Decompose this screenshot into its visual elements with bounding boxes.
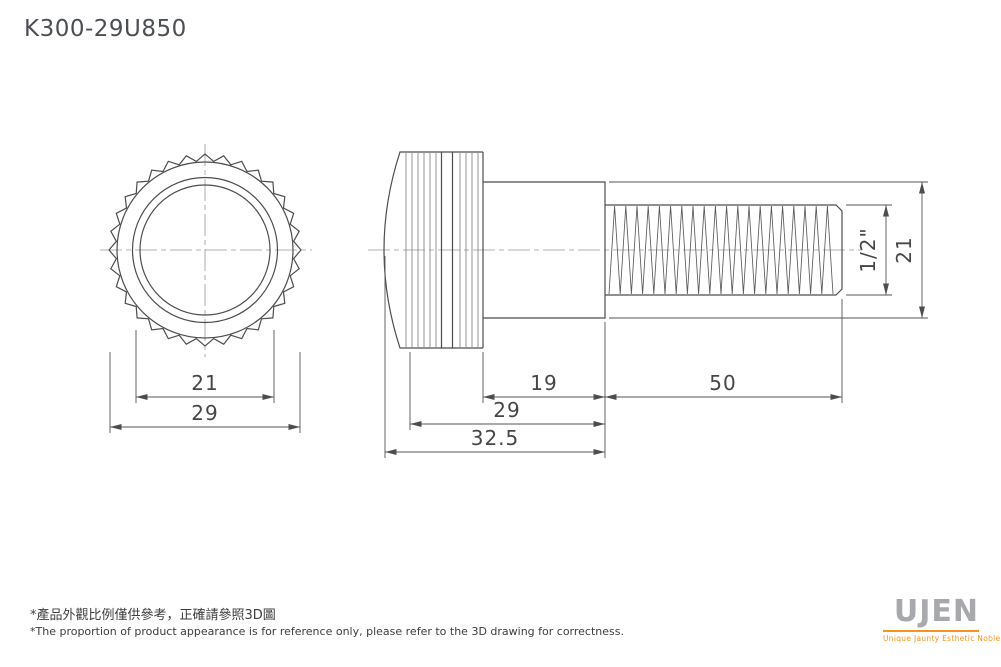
thread-zigzag-line — [608, 205, 834, 295]
side-collar-outline — [483, 181, 606, 319]
dim-label: 19 — [530, 371, 557, 395]
part-number-title: K300-29U850 — [24, 16, 187, 42]
side-head-outline — [383, 151, 483, 349]
disclaimer-english: *The proportion of product appearance is… — [30, 625, 624, 638]
side-thread-zigzag — [608, 205, 834, 295]
logo-wordmark: UJEN — [893, 594, 979, 629]
dim-label: 29 — [191, 401, 218, 425]
side-view — [383, 151, 843, 349]
logo-accent-rule — [883, 630, 979, 632]
dim-collar-diameter: 21 — [609, 181, 928, 319]
side-thread-outline — [605, 204, 843, 296]
dim-label: 32.5 — [471, 426, 520, 450]
ujen-logo: UJEN Unique Jaunty Esthetic Noble — [883, 594, 1001, 643]
front-knurl-serration — [108, 153, 302, 347]
dim-thread-length: 50 — [605, 299, 843, 403]
centerlines — [100, 144, 862, 357]
dim-collar-length: 19 — [482, 322, 606, 458]
dim-label: 29 — [493, 398, 520, 422]
disclaimer-chinese: *產品外觀比例僅供參考，正確請參照3D圖 — [30, 608, 276, 623]
logo-tagline: Unique Jaunty Esthetic Noble — [883, 634, 1001, 643]
dim-front-outer-diameter: 29 — [109, 352, 301, 433]
dim-thread-diameter: 1/2" — [846, 204, 892, 296]
dim-label: 1/2" — [856, 227, 880, 272]
front-circle-mid — [131, 176, 279, 324]
front-view — [108, 153, 302, 347]
dimensions: 21 29 19 50 29 — [109, 181, 928, 458]
dim-label: 21 — [191, 371, 218, 395]
dim-front-inner-diameter: 21 — [135, 330, 275, 403]
dim-label: 21 — [892, 236, 916, 263]
dim-label: 50 — [709, 371, 736, 395]
dim-total-length: 32.5 — [384, 256, 605, 458]
side-head-knurl-lines — [405, 153, 479, 347]
dim-head-length: 29 — [409, 352, 605, 430]
serration-ring — [108, 153, 302, 347]
front-circle-knurl-root — [116, 161, 294, 339]
front-circle-inner — [139, 184, 271, 316]
